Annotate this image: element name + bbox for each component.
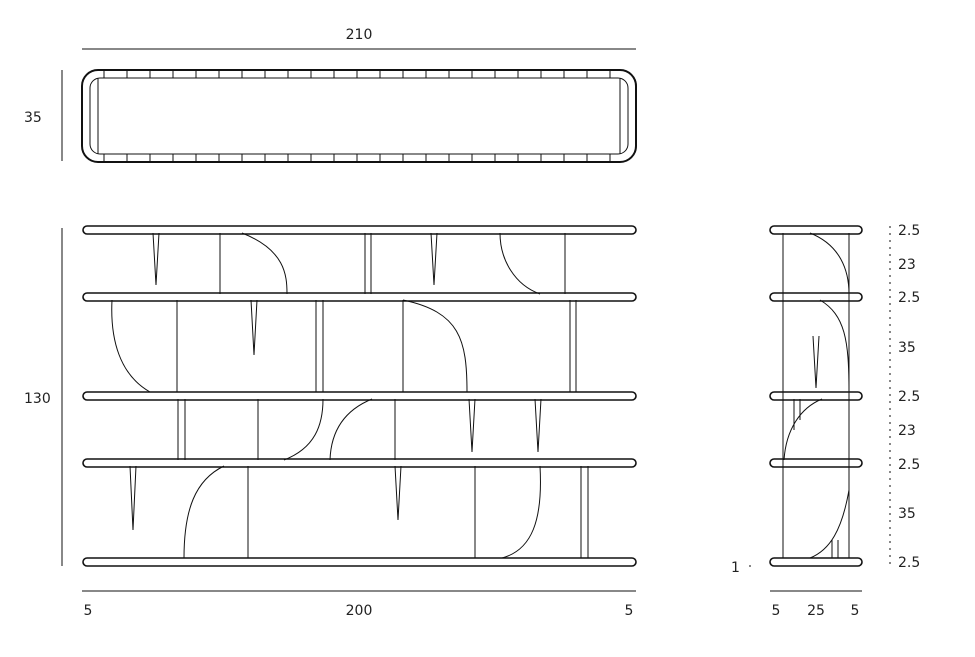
v-joint [129,465,137,531]
side-foot-label: 1 [731,560,740,576]
side-shelf [769,225,863,235]
plan-outline [81,69,637,163]
v-joint [152,232,160,286]
v-joint [534,398,542,453]
front-shelf [82,557,637,567]
side-shelf [769,557,863,567]
side-height-label: 2.5 [898,555,920,571]
side-height-label: 35 [898,506,916,522]
curved-panel [111,299,151,393]
plan-depth-label: 35 [24,110,42,126]
v-joint [250,299,258,356]
side-v-joint [812,335,820,389]
plan-edge-ticks [103,70,611,162]
front-shelf [82,458,637,468]
side-height-label: 23 [898,423,916,439]
side-right-label: 5 [851,603,860,619]
front-right-margin-label: 5 [625,603,634,619]
v-joints [129,232,542,531]
front-dividers [176,233,589,558]
v-joint [394,465,402,521]
curved-panel [183,465,225,559]
front-shelf [82,225,637,235]
side-height-label: 2.5 [898,290,920,306]
curved-panel [329,398,373,461]
plan-width-label: 210 [346,27,373,43]
side-view: 5 25 5 1 2.5 23 2.5 35 2.5 23 2.5 35 2.5 [731,223,920,619]
curved-panel [499,232,541,295]
side-height-label: 2.5 [898,457,920,473]
v-joint [468,398,476,453]
side-height-label: 2.5 [898,389,920,405]
side-shelf [769,292,863,302]
curved-panel [501,465,541,559]
plan-view: 210 35 [24,27,637,163]
side-height-label: 23 [898,257,916,273]
side-left-label: 5 [772,603,781,619]
front-shelf [82,292,637,302]
side-shelf [769,458,863,468]
curved-panel [283,398,324,461]
front-shelf [82,391,637,401]
front-left-margin-label: 5 [84,603,93,619]
front-span-label: 200 [346,603,373,619]
side-height-labels: 2.5 23 2.5 35 2.5 23 2.5 35 2.5 [898,223,920,571]
front-view: 130 5 200 5 [24,225,637,619]
curved-panel [402,299,468,393]
front-height-label: 130 [24,391,51,407]
side-height-label: 2.5 [898,223,920,239]
side-curved-panel [809,489,850,559]
curved-panel [241,232,288,295]
side-curved-panel [809,232,850,295]
front-shelves [82,225,637,567]
side-curved-panel [783,398,823,461]
side-shelves [769,225,863,567]
side-curved-panel [819,299,850,393]
side-shelf [769,391,863,401]
plan-inner-outline [89,77,629,155]
side-height-label: 35 [898,340,916,356]
side-depth-label: 25 [807,603,825,619]
v-joint [430,232,438,286]
